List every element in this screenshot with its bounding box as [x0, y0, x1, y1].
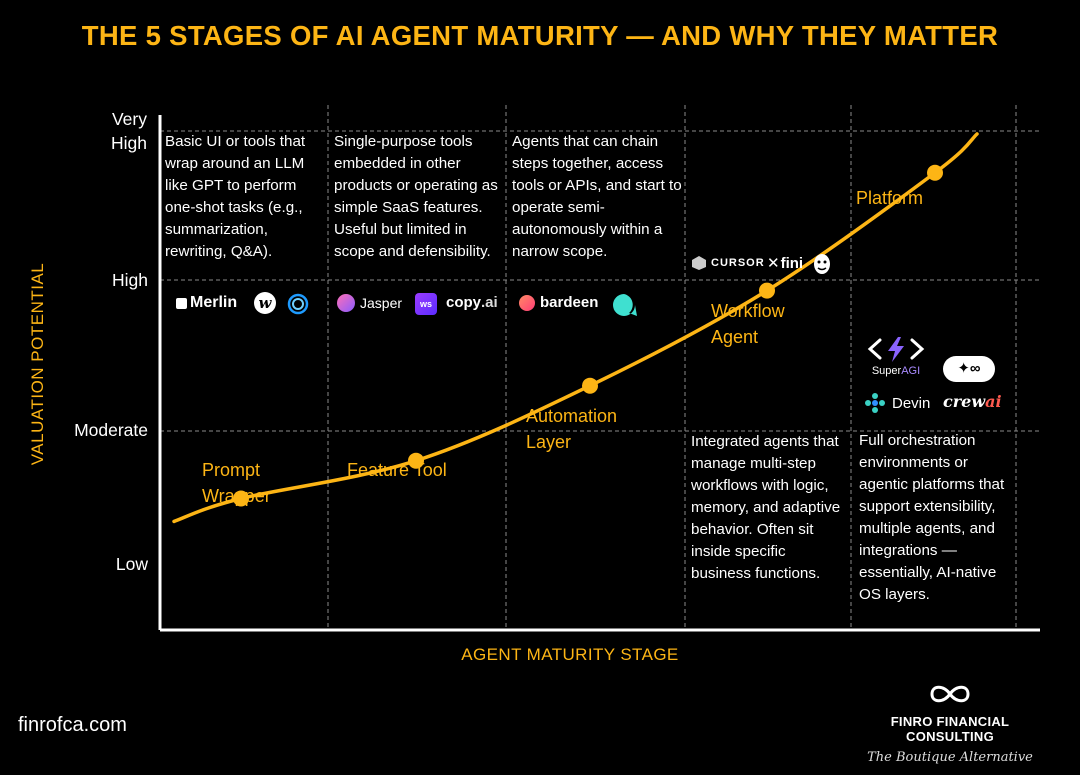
- devin-icon: [865, 393, 885, 413]
- stage-label-prompt-wrapper: Prompt Wrapper: [202, 460, 271, 506]
- description-feature-tool: Single-purpose tools embedded in other p…: [334, 133, 498, 260]
- logo-crow-link: ✦∞: [943, 356, 995, 382]
- page-title: THE 5 STAGES OF AI AGENT MATURITY — AND …: [81, 20, 999, 51]
- logo-writesonic: ws: [415, 293, 437, 315]
- stage-point-3: [582, 377, 598, 394]
- site-url[interactable]: finrofca.com: [18, 714, 127, 736]
- superagi-icon: [867, 337, 925, 362]
- y-axis-title: VALUATION POTENTIAL: [28, 262, 47, 466]
- stage-point-1: [233, 490, 249, 507]
- cursor-icon: [692, 256, 706, 270]
- infinity-icon: [930, 685, 970, 703]
- stage-label-platform: Platform: [856, 188, 924, 208]
- logo-cursor: CURSOR: [691, 255, 765, 271]
- logo-copyai: copy.ai: [446, 294, 498, 311]
- grid-lines: [160, 105, 1040, 630]
- y-label-moderate: Moderate: [74, 420, 148, 440]
- stage-point-4: [759, 282, 775, 299]
- bardeen-icon: [519, 294, 535, 311]
- stage-label-feature-tool: Feature Tool: [347, 460, 447, 480]
- crow-link-icon: ✦∞: [943, 356, 995, 382]
- logo-superagi: SuperAGI: [866, 335, 926, 377]
- logo-merlin: Merlin: [176, 294, 237, 312]
- brand-tagline: The Boutique Alternative: [867, 750, 1033, 765]
- description-prompt-wrapper: Basic UI or tools that wrap around an LL…: [165, 133, 306, 260]
- y-label-high: High: [112, 270, 148, 290]
- description-workflow-agent: Integrated agents that manage multi-step…: [691, 433, 841, 582]
- merlin-icon: [176, 297, 187, 309]
- axes: [158, 115, 1040, 632]
- stage-label-workflow-agent: Workflow Agent: [711, 301, 785, 347]
- x-axis-title: AGENT MATURITY STAGE: [461, 645, 679, 664]
- fini-icon: ✕: [767, 255, 780, 272]
- logo-character: [812, 251, 832, 275]
- chat-bubble-icon: [613, 294, 637, 316]
- logo-spiral: [287, 293, 309, 315]
- y-label-very-high: Very High: [111, 109, 147, 153]
- stage-point-5: [927, 164, 943, 181]
- logo-devin: Devin: [864, 392, 930, 414]
- writesonic-icon: ws: [415, 293, 437, 315]
- logo-bardeen: bardeen: [519, 294, 598, 311]
- brand-name: FINRO FINANCIAL CONSULTING: [890, 714, 1010, 744]
- jasper-icon: [337, 294, 355, 312]
- logo-fini: ✕ fini: [767, 254, 804, 273]
- stage-points: [233, 164, 943, 507]
- logo-wordtune: w: [254, 292, 276, 314]
- logo-chat-bubble: [610, 292, 638, 318]
- y-label-low: Low: [115, 554, 148, 574]
- spiral-icon: [287, 293, 309, 315]
- wordtune-icon: w: [254, 292, 276, 314]
- logo-jasper: Jasper: [337, 294, 402, 312]
- stage-point-2: [408, 452, 424, 469]
- description-automation-layer: Agents that can chain steps together, ac…: [512, 133, 682, 260]
- stage-label-automation-layer: Automation Layer: [526, 406, 618, 452]
- brand-block: FINRO FINANCIAL CONSULTING The Boutique …: [858, 683, 1042, 765]
- description-platform: Full orchestration environments or agent…: [859, 432, 1005, 603]
- character-icon: [814, 254, 830, 274]
